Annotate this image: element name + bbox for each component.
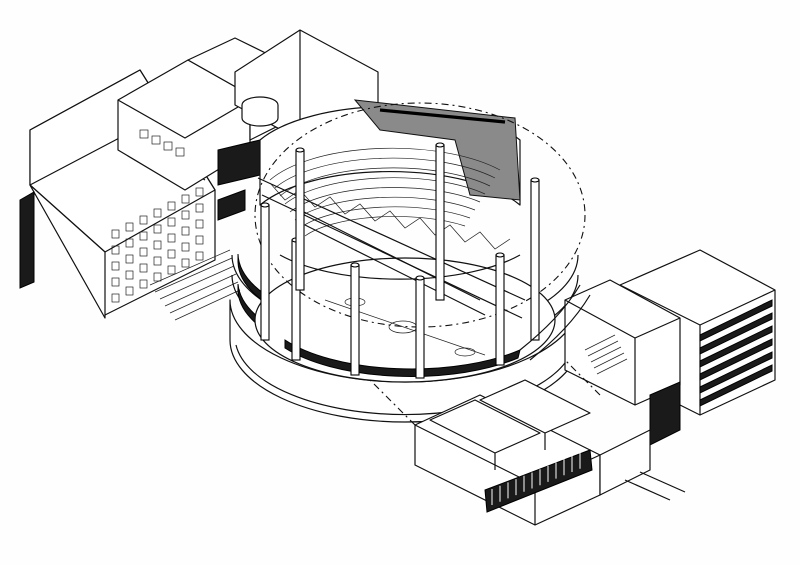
- window-strip: [699, 338, 773, 381]
- window: [167, 265, 176, 275]
- window: [111, 229, 120, 239]
- left-wing-windows: [111, 187, 204, 303]
- window: [139, 279, 148, 289]
- window-strip: [699, 299, 773, 342]
- window: [139, 263, 148, 273]
- window: [195, 203, 204, 213]
- window: [125, 270, 134, 280]
- window-strip: [699, 325, 773, 368]
- window: [139, 247, 148, 257]
- entrance-stairs: [149, 249, 241, 321]
- right-wing-block: [519, 249, 776, 446]
- window: [195, 251, 204, 261]
- window: [195, 235, 204, 245]
- window: [153, 208, 162, 218]
- right-wing-shadow: [649, 381, 681, 446]
- window: [111, 261, 120, 271]
- front-wing-window-band: [484, 449, 593, 513]
- window: [195, 187, 204, 197]
- window: [167, 217, 176, 227]
- column-group: [260, 142, 540, 379]
- column-c6: [435, 144, 445, 301]
- window: [181, 258, 190, 268]
- window: [195, 219, 204, 229]
- window: [167, 233, 176, 243]
- hatched-drum-wall: [353, 99, 521, 201]
- arena-floor: [254, 257, 556, 383]
- window: [153, 256, 162, 266]
- window-strip: [699, 312, 773, 355]
- window: [111, 277, 120, 287]
- window: [153, 240, 162, 250]
- window: [125, 254, 134, 264]
- window: [111, 293, 120, 303]
- window: [153, 224, 162, 234]
- window: [181, 210, 190, 220]
- column-cap: [495, 252, 505, 258]
- column-cap: [530, 177, 540, 183]
- column-cap: [415, 275, 425, 281]
- window: [181, 194, 190, 204]
- window: [139, 215, 148, 225]
- window: [153, 272, 162, 282]
- column-c8: [260, 204, 270, 341]
- column-c3: [415, 277, 425, 379]
- column-cap: [435, 142, 445, 148]
- column-c5: [530, 179, 540, 341]
- column-c7: [295, 149, 305, 291]
- dashed-roof-outline: [254, 102, 586, 328]
- column-c4: [495, 254, 505, 366]
- column-cap: [295, 147, 305, 153]
- column-cap: [260, 202, 270, 208]
- window: [181, 226, 190, 236]
- front-wing-windows: [491, 452, 581, 505]
- window: [125, 238, 134, 248]
- window: [181, 242, 190, 252]
- circular-hall: [229, 99, 586, 423]
- window: [125, 286, 134, 296]
- window: [167, 249, 176, 259]
- right-wing-windows: [699, 299, 773, 407]
- interior-staircase: [584, 334, 628, 375]
- window: [125, 222, 134, 232]
- column-cap: [350, 262, 360, 268]
- window: [139, 231, 148, 241]
- window: [111, 245, 120, 255]
- window: [167, 201, 176, 211]
- left-wing-block: [19, 29, 379, 321]
- window-strip: [699, 364, 773, 407]
- left-wing-shadow-strip: [19, 191, 35, 289]
- window-strip: [699, 351, 773, 394]
- front-wing-block: [369, 359, 686, 526]
- column-c2: [350, 264, 360, 376]
